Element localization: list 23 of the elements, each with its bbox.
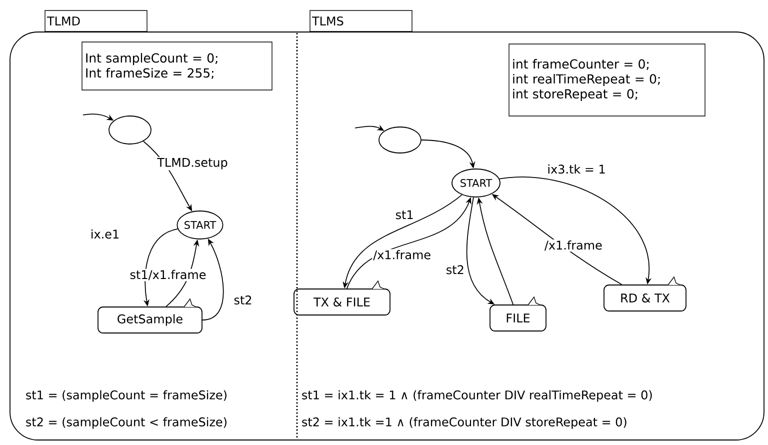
guard-definition: st1 = (sampleCount = frameSize) [26, 390, 226, 402]
edge-label: ix3.tk = 1 [546, 163, 607, 175]
action-state: RD & TX [604, 276, 686, 312]
region-tab: TLMS [310, 10, 412, 32]
guard-definition: st2 = (sampleCount < frameSize) [26, 417, 226, 429]
guard-definition: st1 = ix1.tk = 1 ∧ (frameCounter DIV realTimeRepeat = 0) [302, 390, 652, 402]
edge-label: /x1.frame [372, 249, 432, 262]
region-tab: TLMD [44, 10, 148, 32]
variable-box: int frameCounter = 0; int realTimeRepeat = 0; int storeRepeat = 0; [508, 44, 706, 116]
edge-label: st1/x1.frame [128, 268, 208, 282]
edge-label: st1 [394, 209, 415, 220]
edge-label: ix.e1 [89, 228, 121, 240]
edge-label: st2 [444, 264, 466, 276]
edge-label: st2 [232, 294, 254, 306]
initial-state [378, 126, 422, 154]
action-state: FILE [490, 296, 546, 332]
action-state: GetSample [98, 298, 202, 334]
edge-label: TLMD.setup [156, 157, 229, 170]
variable-box: Int sampleCount = 0; Int frameSize = 255; [82, 42, 272, 90]
edge-label: /x1.frame [543, 239, 604, 252]
guard-definition: st2 = ix1.tk =1 ∧ (frameCounter DIV storeRepeat = 0) [302, 417, 626, 429]
action-state: TX & FILE [294, 280, 390, 316]
initial-state [108, 116, 152, 144]
